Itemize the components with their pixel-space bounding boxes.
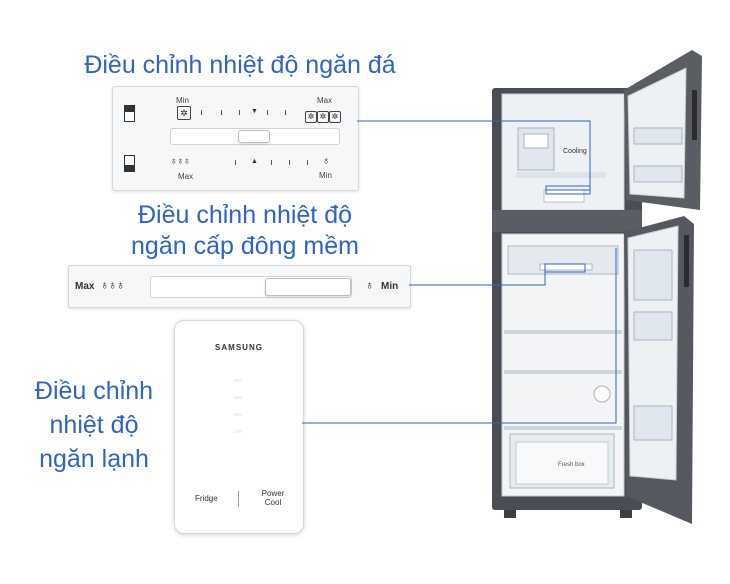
bottom-max-label: Max [178, 172, 194, 181]
top-max-label: Max [317, 96, 333, 105]
snowflake-min-icon: ✲ [177, 106, 191, 120]
soft-freeze-heading-line2: ngăn cấp đông mềm [131, 232, 359, 260]
ice-heading: Điều chỉnh nhiệt độ ngăn đá [84, 51, 396, 79]
soft-freeze-drops-max-icon: ♁♁♁ [100, 278, 125, 292]
soft-freeze-drop-min-icon: ♁ [365, 278, 374, 292]
drops-max-icon: ♁♁♁ [170, 156, 191, 167]
soft-freeze-slider-knob[interactable] [265, 278, 351, 296]
soft-freeze-heading-line1: Điều chỉnh nhiệt độ [137, 201, 353, 229]
snowflake-max-icon: ✲✲✲ [305, 106, 341, 123]
fridge-heading-line3: ngăn lạnh [39, 445, 149, 473]
bottom-min-label: Min [319, 171, 332, 180]
freezer-top-icon [124, 105, 135, 122]
power-cool-line1: Power [261, 489, 285, 498]
fridge-control-panel: SAMSUNG Fridge Power Cool [174, 320, 304, 534]
soft-freeze-min-label: Min [381, 281, 399, 292]
fridge-button[interactable]: Fridge [195, 494, 218, 503]
freezer-bottom-icon [124, 155, 135, 172]
top-min-label: Min [176, 96, 189, 105]
bottom-tick-scale: ▲ [235, 158, 310, 166]
power-cool-button[interactable]: Power Cool [255, 489, 291, 507]
ice-control-panel: Min ✲ Max ✲✲✲ ▼ ♁♁♁ Max ▲ ♁ Min [112, 86, 359, 191]
power-cool-line2: Cool [264, 498, 282, 507]
fresh-box-label: Fresh box [558, 462, 585, 468]
soft-freeze-max-label: Max [75, 281, 95, 292]
cooling-label: Cooling [563, 148, 587, 155]
temperature-indicator-dots [234, 379, 244, 459]
top-tick-scale: ▼ [201, 108, 296, 116]
refrigerator-image [492, 50, 702, 524]
button-divider [238, 491, 239, 507]
soft-freeze-control-panel: Max ♁♁♁ ♁ Min [68, 265, 411, 308]
fridge-heading-line1: Điều chỉnh [34, 377, 154, 405]
ice-slider-knob[interactable] [238, 130, 270, 143]
drop-min-icon: ♁ [322, 155, 331, 167]
fridge-heading-line2: nhiệt độ [49, 411, 139, 439]
brand-logo: SAMSUNG [215, 343, 263, 352]
